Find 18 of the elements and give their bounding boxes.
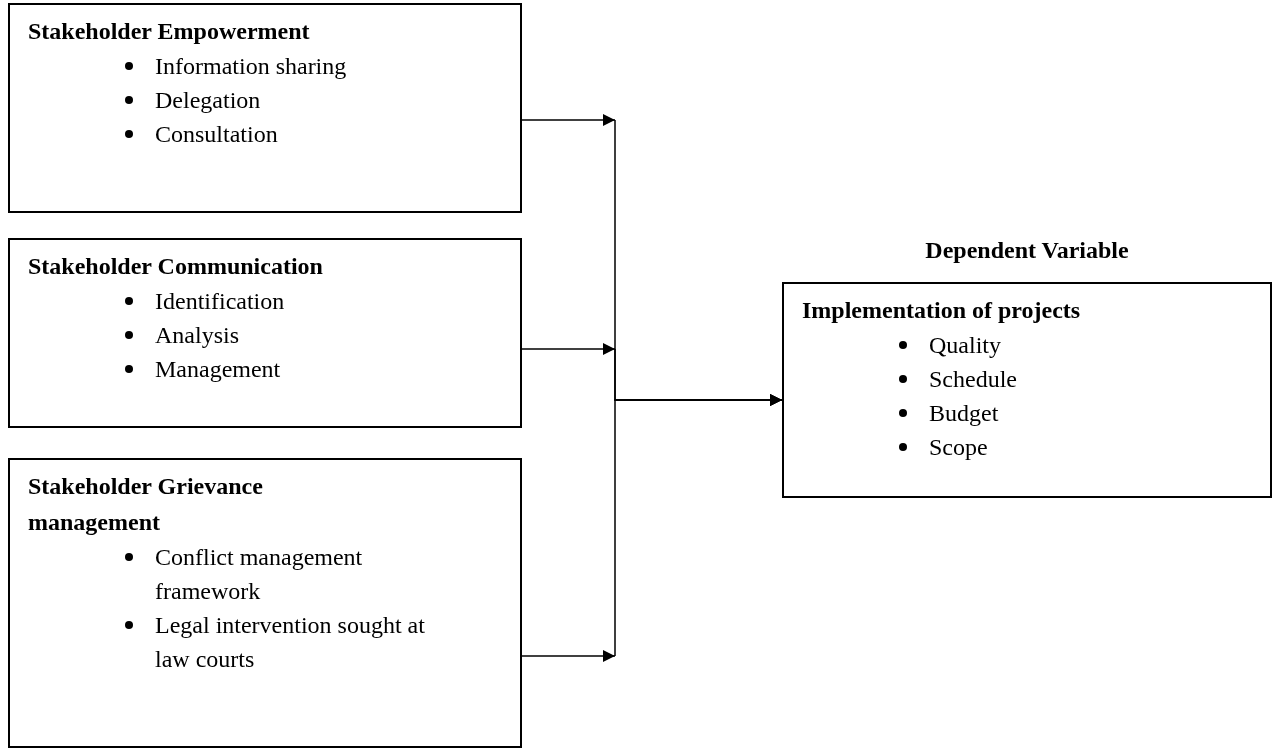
box-title: Stakeholder Communication <box>28 252 324 281</box>
bullet-item: Consultation <box>155 121 278 147</box>
bullet-item: Identification <box>155 288 285 314</box>
arrow <box>521 394 783 662</box>
box-title: Stakeholder Empowerment <box>28 17 311 46</box>
bullet-item: Schedule <box>929 366 1017 392</box>
bullet-item: Management <box>155 356 281 382</box>
box-title: Stakeholder Grievance management <box>28 472 264 537</box>
bullet-item: Scope <box>929 434 988 460</box>
bullet-item: Budget <box>929 400 999 426</box>
bullet-item: Conflict management framework <box>155 544 363 604</box>
bullet-item: Legal intervention sought at law courts <box>155 612 425 672</box>
bullet-item: Quality <box>929 332 1001 358</box>
box-title: Implementation of projects <box>802 296 1082 325</box>
bullet-item: Delegation <box>155 87 261 113</box>
bullet-item: Analysis <box>155 322 239 348</box>
column-heading: Dependent Variable <box>924 236 1130 264</box>
bullet-item: Information sharing <box>155 53 347 79</box>
